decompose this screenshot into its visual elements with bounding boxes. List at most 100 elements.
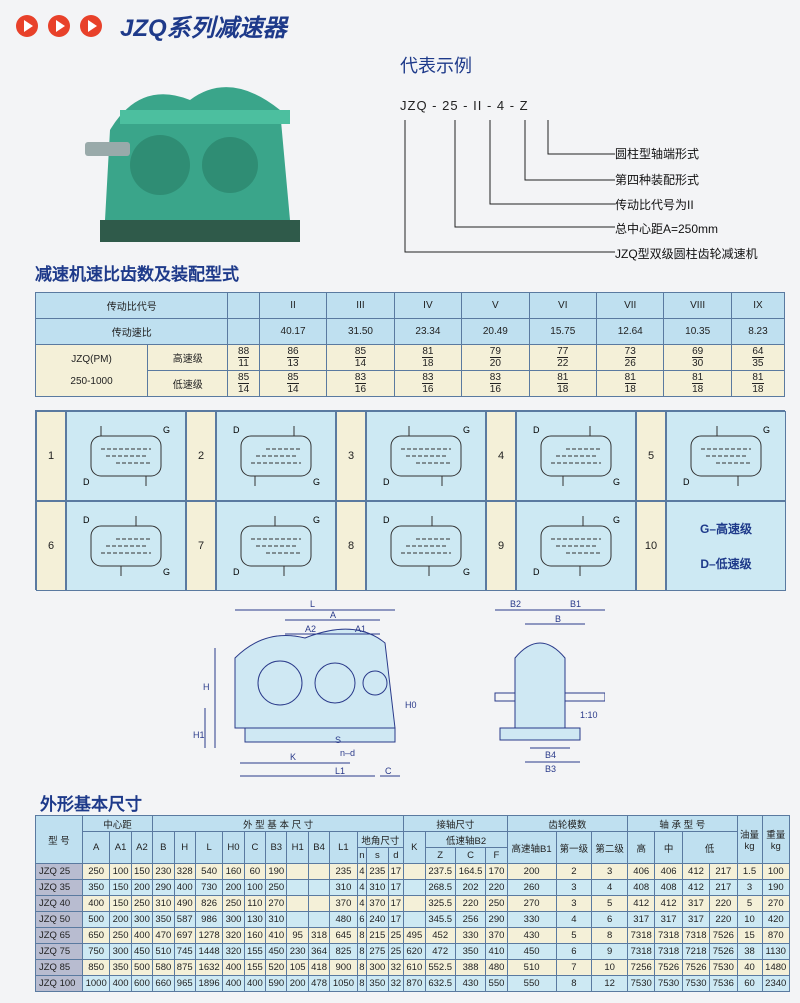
config-number: 10 bbox=[636, 501, 666, 591]
table-cell: 730 bbox=[194, 879, 224, 896]
config-number: 3 bbox=[336, 411, 366, 501]
table-cell: 4 bbox=[555, 911, 593, 928]
table-cell: 8 bbox=[555, 975, 593, 992]
table-cell: 7218 bbox=[681, 943, 711, 960]
table-cell: 25 bbox=[387, 943, 405, 960]
table-cell: 105 bbox=[286, 959, 309, 976]
table-cell: 9 bbox=[591, 943, 629, 960]
table-cell: 150 bbox=[109, 879, 132, 896]
table-cell: 200 bbox=[222, 879, 245, 896]
table-cell: 1278 bbox=[194, 927, 224, 944]
col-header: B3 bbox=[265, 831, 288, 864]
numerator: 83 bbox=[422, 372, 434, 384]
table-cell: 150 bbox=[130, 863, 154, 880]
table-cell: 400 bbox=[222, 975, 245, 992]
numerator: 83 bbox=[354, 372, 367, 384]
numerator: 73 bbox=[624, 346, 636, 358]
table-cell: 7530 bbox=[654, 975, 683, 992]
table-cell bbox=[307, 895, 331, 912]
legend-high: G–高速级 bbox=[699, 522, 752, 536]
denominator: 18 bbox=[692, 384, 704, 395]
table-cell: 268.5 bbox=[424, 879, 456, 896]
table-cell: 430 bbox=[454, 975, 487, 992]
table-cell: 1896 bbox=[194, 975, 224, 992]
table-cell: 8 bbox=[356, 959, 368, 976]
high-speed-mark: G bbox=[613, 515, 620, 525]
gear-layout-icon: GD bbox=[83, 425, 170, 487]
table-cell: 370 bbox=[485, 927, 508, 944]
table-cell: 290 bbox=[152, 879, 175, 896]
oil-label: 油量 bbox=[740, 830, 760, 841]
table-cell: 500 bbox=[130, 959, 154, 976]
col-header: Z bbox=[424, 847, 456, 864]
table-cell: 4 bbox=[356, 863, 368, 880]
table-cell: 520 bbox=[265, 959, 288, 976]
play-icon bbox=[48, 14, 70, 37]
ratio-value: 15.75 bbox=[528, 318, 598, 345]
ratio-code: VI bbox=[528, 292, 598, 319]
example-label: 传动比代号为II bbox=[615, 198, 694, 212]
table-cell bbox=[307, 863, 331, 880]
dim-label-S: S bbox=[335, 735, 341, 745]
table-cell: 155 bbox=[243, 943, 267, 960]
config-number: 8 bbox=[336, 501, 366, 591]
low-speed-mark: D bbox=[683, 477, 690, 487]
table-cell: 217 bbox=[709, 879, 738, 896]
table-cell: 965 bbox=[173, 975, 196, 992]
table-cell: 7318 bbox=[681, 927, 711, 944]
table-cell: 412 bbox=[681, 863, 711, 880]
table-cell: 310 bbox=[329, 879, 358, 896]
table-cell: 38 bbox=[736, 943, 763, 960]
table-cell: 217 bbox=[709, 863, 738, 880]
denominator: 16 bbox=[422, 384, 434, 395]
table-cell: 130 bbox=[243, 911, 267, 928]
dim-label-A: A bbox=[330, 610, 336, 620]
table-cell: 587 bbox=[173, 911, 196, 928]
low-speed-mark: D bbox=[383, 477, 390, 487]
table-cell: 350 bbox=[366, 975, 389, 992]
table-cell: 220 bbox=[709, 895, 738, 912]
table-cell: 472 bbox=[424, 943, 456, 960]
table-cell: 600 bbox=[130, 975, 154, 992]
table-cell: 2 bbox=[555, 863, 593, 880]
table-cell: 388 bbox=[454, 959, 487, 976]
dim-label-A2: A2 bbox=[305, 624, 316, 634]
table-cell: 300 bbox=[366, 959, 389, 976]
table-cell: 5 bbox=[555, 927, 593, 944]
table-cell: 552.5 bbox=[424, 959, 456, 976]
high-speed-mark: G bbox=[613, 477, 620, 487]
table-cell: 610 bbox=[403, 959, 426, 976]
table-cell: 8 bbox=[356, 927, 368, 944]
table-cell: 270 bbox=[506, 895, 557, 912]
table-cell: 450 bbox=[130, 943, 154, 960]
table-cell: 40 bbox=[736, 959, 763, 976]
table-cell: 250 bbox=[109, 927, 132, 944]
table-cell: 110 bbox=[243, 895, 267, 912]
table-cell: 7526 bbox=[654, 959, 683, 976]
high-speed-mark: G bbox=[463, 567, 470, 577]
table-cell: 5 bbox=[591, 895, 629, 912]
low-speed-mark: D bbox=[233, 425, 240, 435]
table-cell: 495 bbox=[403, 927, 426, 944]
model-cell: JZQ 100 bbox=[35, 975, 83, 992]
table-cell: 1000 bbox=[81, 975, 111, 992]
example-heading: 代表示例 bbox=[400, 56, 472, 76]
table-cell: 370 bbox=[366, 895, 389, 912]
header-high-shaft: 高速轴B1 bbox=[506, 831, 557, 864]
dim-label-B3: B3 bbox=[545, 764, 556, 774]
dim-label-B1: B1 bbox=[570, 599, 581, 609]
table-cell: 400 bbox=[81, 895, 111, 912]
table-cell: 986 bbox=[194, 911, 224, 928]
header-center: 中心距 bbox=[81, 815, 154, 832]
